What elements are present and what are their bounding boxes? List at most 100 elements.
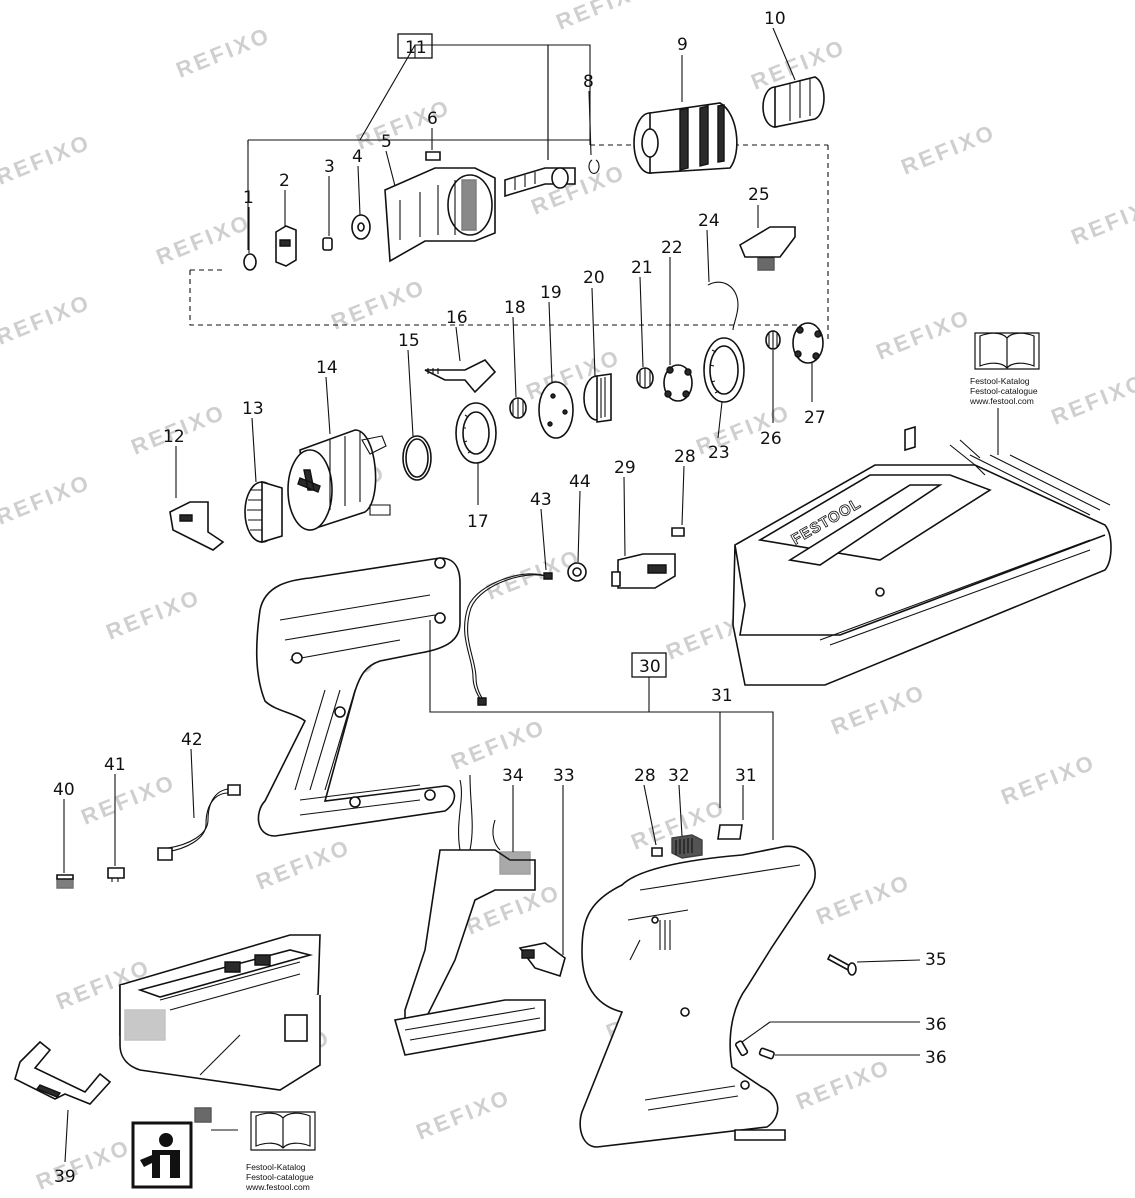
part-number-4: 4	[352, 147, 363, 167]
catalog-line-1: Festool-Katalog	[246, 1162, 306, 1172]
part-number-8: 8	[583, 72, 594, 92]
part-36-pin: 36 36	[734, 1015, 947, 1068]
watermark: REFIXO	[413, 1084, 515, 1145]
watermark: REFIXO	[173, 22, 275, 83]
part-number-32: 32	[668, 766, 690, 786]
part-number-15: 15	[398, 331, 420, 351]
part-20-sun-gear: 20	[583, 268, 612, 423]
catalog-reference-bottom: Festool-Katalog Festool-catalogue www.fe…	[245, 1111, 316, 1192]
part-number-34: 34	[502, 766, 524, 786]
part-number-43: 43	[530, 490, 552, 510]
housing-shell-right	[579, 845, 816, 1148]
part-8-circlip: 8	[583, 72, 600, 174]
watermark: REFIXO	[998, 749, 1100, 810]
part-19-thrust-washer: 19	[538, 283, 574, 439]
part-number-24: 24	[698, 211, 720, 231]
watermark: REFIXO	[33, 1134, 135, 1195]
part-number-31: 31	[711, 686, 733, 706]
watermark: REFIXO	[828, 679, 930, 740]
watermark: REFIXO	[1048, 369, 1135, 430]
part-number-17: 17	[467, 512, 489, 532]
part-spindle	[504, 167, 576, 198]
part-number-41: 41	[104, 755, 126, 775]
part-31-label: 31	[717, 766, 757, 840]
part-35-screw: 35	[826, 950, 947, 976]
watermark: REFIXO	[0, 469, 95, 530]
watermark: REFIXO	[0, 289, 95, 350]
part-32-button: 32	[668, 766, 703, 859]
service-technician-icon	[131, 1121, 193, 1189]
watermark: REFIXO	[253, 834, 355, 895]
watermark: REFIXO	[873, 304, 975, 365]
part-number-40: 40	[53, 780, 75, 800]
part-number-22: 22	[661, 238, 683, 258]
part-29-switch: 29	[611, 458, 676, 589]
part-number-16: 16	[446, 308, 468, 328]
part-43-cable: 43	[464, 490, 553, 706]
part-27-planet-carrier: 27	[792, 322, 826, 428]
part-number-35: 35	[925, 950, 947, 970]
book-icon	[974, 332, 1040, 370]
part-number-31-second: 31	[735, 766, 757, 786]
part-16-contact-bracket: 16	[424, 308, 497, 394]
battery-pack	[119, 934, 321, 1091]
watermark: REFIXO	[1068, 189, 1135, 250]
watermark: REFIXO	[898, 119, 1000, 180]
part-34-trigger-switch: 34	[393, 766, 546, 1056]
part-number-19: 19	[540, 283, 562, 303]
group-30-callout: 30 31	[429, 620, 774, 840]
part-number-25: 25	[748, 185, 770, 205]
part-number-33: 33	[553, 766, 575, 786]
part-number-39: 39	[54, 1167, 76, 1187]
part-number-6: 6	[427, 109, 438, 129]
watermark: REFIXO	[353, 94, 455, 155]
small-component	[194, 1107, 238, 1131]
part-18-planet-gear: 18	[504, 298, 527, 419]
part-28-contact-second: 28	[634, 766, 663, 857]
part-number-2: 2	[279, 171, 290, 191]
group-11-callout: 11	[189, 33, 829, 340]
part-number-23: 23	[708, 443, 730, 463]
part-number-9: 9	[677, 35, 688, 55]
part-17-ring-gear: 17	[455, 402, 497, 532]
part-number-27: 27	[804, 408, 826, 428]
part-number-18: 18	[504, 298, 526, 318]
part-number-13: 13	[242, 399, 264, 419]
part-3-pin: 3	[322, 157, 335, 251]
part-23-ring-gear: 23	[703, 337, 745, 463]
catalog-line-3: www.festool.com	[245, 1182, 310, 1192]
part-6-clip: 6	[425, 109, 441, 161]
catalog-reference-top: Festool-Katalog Festool-catalogue www.fe…	[969, 332, 1040, 455]
part-number-36: 36	[925, 1015, 947, 1035]
part-42-wire-harness: 42	[157, 730, 241, 861]
part-12-circuit-board: 12	[163, 427, 225, 551]
watermark: REFIXO	[793, 1054, 895, 1115]
watermark: REFIXO	[0, 129, 95, 190]
part-13-fan: 13	[242, 399, 283, 544]
part-number-21: 21	[631, 258, 653, 278]
part-number-29: 29	[614, 458, 636, 478]
part-number-42: 42	[181, 730, 203, 750]
part-24-wire-spring: 24	[698, 211, 739, 331]
part-number-10: 10	[764, 9, 786, 29]
part-number-28-second: 28	[634, 766, 656, 786]
part-2-cam: 2	[275, 171, 297, 267]
part-26-planet-gear: 26	[760, 330, 782, 449]
watermark: REFIXO	[448, 714, 550, 775]
part-5-gear-housing: 5	[381, 132, 496, 263]
part-number-14: 14	[316, 358, 338, 378]
group-11-label: 11	[405, 38, 427, 58]
watermark: REFIXO	[103, 584, 205, 645]
part-28-contact: 28	[671, 447, 696, 537]
part-33-switch-cover: 33	[518, 766, 575, 978]
part-25-switch-cover: 25	[738, 185, 796, 271]
watermark: REFIXO	[153, 209, 255, 270]
part-10-chuck-adapter: 10	[762, 9, 825, 128]
part-14-motor: 14	[287, 358, 391, 532]
watermark: REFIXO	[78, 769, 180, 830]
part-number-3: 3	[324, 157, 335, 177]
part-4-washer: 4	[351, 147, 371, 240]
part-number-12: 12	[163, 427, 185, 447]
part-22-planet-carrier: 22	[661, 238, 693, 402]
